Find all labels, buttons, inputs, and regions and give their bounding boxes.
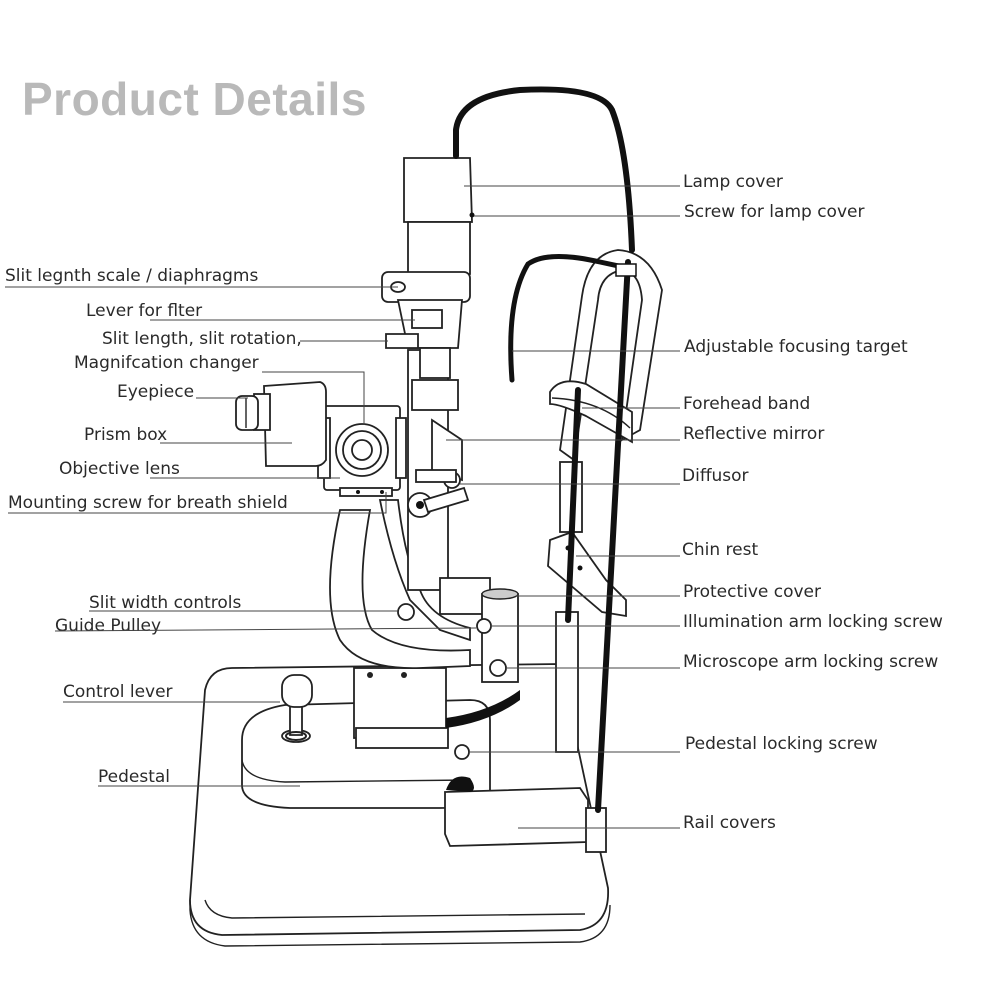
label-illumination-arm-locking-screw: Illumination arm locking screw xyxy=(683,612,943,632)
label-chin-rest: Chin rest xyxy=(682,540,758,560)
label-control-lever: Control lever xyxy=(63,682,173,702)
label-protective-cover: Protective cover xyxy=(683,582,821,602)
control-lever xyxy=(281,674,313,743)
prism-box xyxy=(235,381,327,467)
label-prism-box: Prism box xyxy=(84,425,167,445)
label-mounting-screw: Mounting screw for breath shield xyxy=(8,493,288,513)
right-labels: Lamp cover Screw for lamp cover Adjustab… xyxy=(446,172,943,833)
label-reflective-mirror: Reflective mirror xyxy=(683,424,824,444)
gear-box xyxy=(353,667,520,749)
label-lever-filter: Lever for flter xyxy=(86,301,202,321)
label-lamp-cover: Lamp cover xyxy=(683,172,783,192)
label-pedestal: Pedestal xyxy=(98,767,170,787)
rail-cover xyxy=(444,744,589,847)
label-screw-lamp-cover: Screw for lamp cover xyxy=(684,202,864,222)
chin-rest-pole xyxy=(565,259,631,813)
label-microscope-arm-locking-screw: Microscope arm locking screw xyxy=(683,652,938,672)
label-slit-width-controls: Slit width controls xyxy=(89,593,241,613)
label-objective-lens: Objective lens xyxy=(59,459,180,479)
illumination-column xyxy=(397,349,519,683)
label-adjustable-focusing-target: Adjustable focusing target xyxy=(684,337,908,357)
label-magnification-changer: Magnifcation changer xyxy=(74,353,259,373)
lamp-housing xyxy=(381,157,475,379)
label-eyepiece: Eyepiece xyxy=(117,382,194,402)
label-pedestal-locking-screw: Pedestal locking screw xyxy=(685,734,878,754)
cables xyxy=(453,86,637,383)
label-rail-covers: Rail covers xyxy=(683,813,776,833)
left-labels: Slit legnth scale / diaphragms Lever for… xyxy=(5,266,477,787)
label-slit-length-rotation: Slit length, slit rotation, xyxy=(102,329,302,349)
label-guide-pulley: Guide Pulley xyxy=(55,616,161,636)
microscope-head xyxy=(317,405,407,497)
label-diffusor: Diffusor xyxy=(682,466,749,486)
label-forehead-band: Forehead band xyxy=(683,394,810,414)
page-title: Product Details xyxy=(22,73,367,125)
label-slit-length-scale: Slit legnth scale / diaphragms xyxy=(5,266,258,286)
